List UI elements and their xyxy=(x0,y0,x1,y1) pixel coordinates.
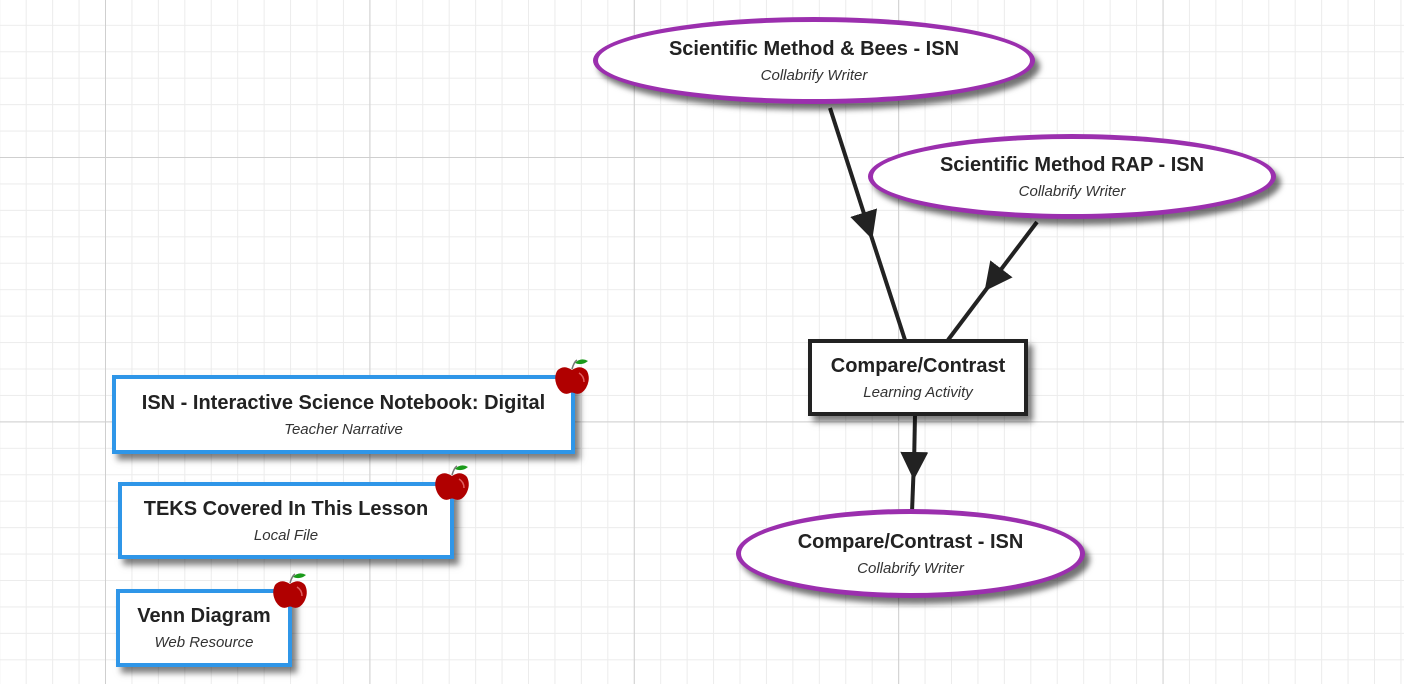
node-subtitle: Learning Activity xyxy=(863,383,973,401)
apple-icon xyxy=(555,359,589,394)
node-title: Compare/Contrast - ISN xyxy=(797,530,1024,553)
node-subtitle: Web Resource xyxy=(154,634,254,651)
node-title: Compare/Contrast xyxy=(830,354,1006,377)
node-scientific-method-rap[interactable]: Scientific Method RAP - ISN Collabrify W… xyxy=(868,134,1276,219)
edge-sci-rap-to-compare[interactable] xyxy=(946,220,1039,342)
node-compare-contrast[interactable]: Compare/Contrast Learning Activity xyxy=(808,339,1028,416)
node-subtitle: Collabrify Writer xyxy=(857,559,964,577)
edge-sci-bees-to-compare[interactable] xyxy=(828,107,907,341)
node-isn-notebook[interactable]: ISN - Interactive Science Notebook: Digi… xyxy=(112,375,575,454)
apple-icon xyxy=(435,465,469,500)
node-compare-contrast-isn[interactable]: Compare/Contrast - ISN Collabrify Writer xyxy=(736,509,1085,598)
node-subtitle: Local File xyxy=(253,526,319,544)
node-title: ISN - Interactive Science Notebook: Digi… xyxy=(141,391,546,414)
apple-icon xyxy=(273,573,307,608)
node-subtitle: Collabrify Writer xyxy=(1018,182,1126,200)
node-venn-diagram[interactable]: Venn Diagram Web Resource xyxy=(116,589,292,667)
node-subtitle: Teacher Narrative xyxy=(284,420,403,438)
edge-compare-to-compare-isn[interactable] xyxy=(900,414,929,513)
node-teks-covered[interactable]: TEKS Covered In This Lesson Local File xyxy=(118,482,454,559)
node-subtitle: Collabrify Writer xyxy=(760,66,868,84)
node-title: Scientific Method RAP - ISN xyxy=(939,153,1205,176)
node-title: Venn Diagram xyxy=(137,605,271,627)
node-scientific-method-bees[interactable]: Scientific Method & Bees - ISN Collabrif… xyxy=(593,17,1035,104)
node-title: Scientific Method & Bees - ISN xyxy=(668,37,960,60)
node-title: TEKS Covered In This Lesson xyxy=(143,497,429,520)
